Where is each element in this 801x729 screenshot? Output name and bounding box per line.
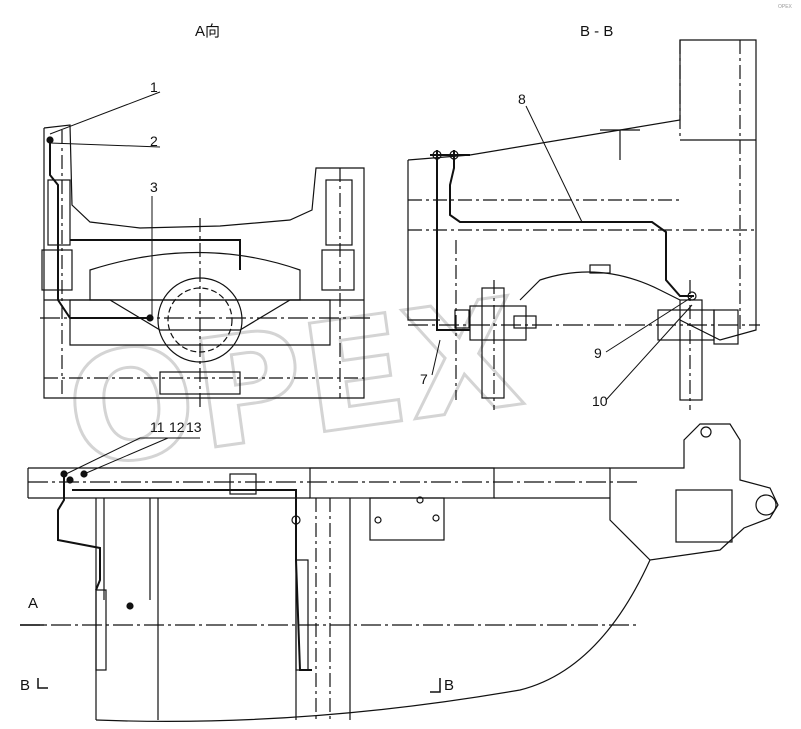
- watermark: OPEX: [55, 265, 533, 504]
- callout-13: 13: [186, 419, 202, 435]
- callout-7: 7: [420, 371, 428, 387]
- callout-1: 1: [150, 79, 158, 95]
- view-a: [40, 91, 370, 410]
- callout-8: 8: [518, 91, 526, 107]
- view-bb: [407, 39, 760, 410]
- watermark-text: OPEX: [57, 266, 532, 502]
- callout-9: 9: [594, 345, 602, 361]
- corner-logo: OPEX: [778, 4, 793, 10]
- section-arrow-a: A: [28, 595, 38, 612]
- view-a-title: A向: [195, 23, 220, 40]
- view-bb-title: B - B: [580, 23, 613, 40]
- callout-10: 10: [592, 393, 608, 409]
- section-mark-b-left: B: [20, 677, 30, 694]
- callout-3: 3: [150, 179, 158, 195]
- callout-2: 2: [150, 133, 158, 149]
- section-mark-b-right: B: [444, 677, 454, 694]
- callout-11: 11: [150, 419, 165, 435]
- side-view: [20, 423, 779, 722]
- callout-12: 12: [169, 419, 185, 435]
